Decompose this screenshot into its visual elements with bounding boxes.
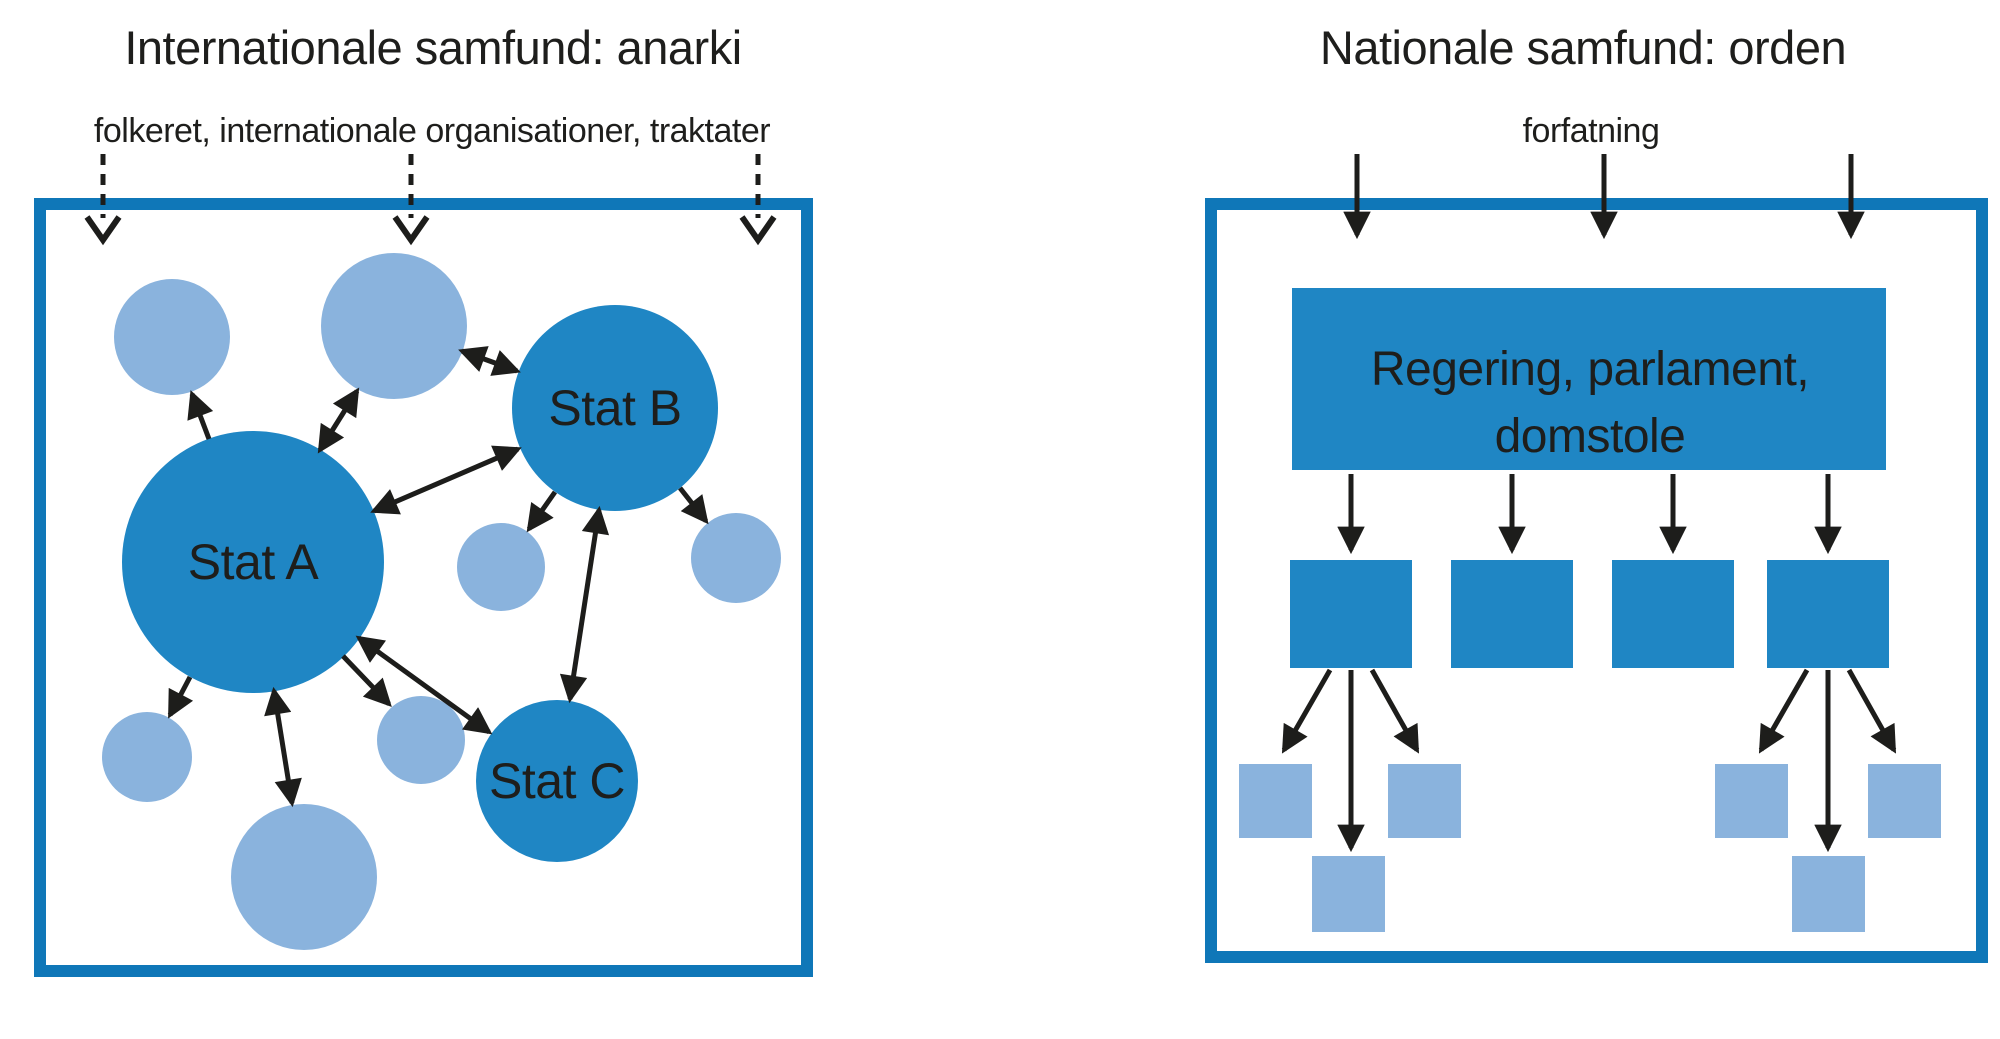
sub-institution-square [1388, 764, 1461, 838]
left-title: Internationale samfund: anarki [124, 21, 741, 74]
sub-institution-square [1239, 764, 1312, 838]
hierarchy-arrow [1369, 668, 1420, 754]
small-state-circle [457, 523, 545, 611]
sub-institution-square [1792, 856, 1865, 932]
right-subtitle: forfatning [1523, 112, 1660, 150]
right-title: Nationale samfund: orden [1320, 21, 1846, 74]
arrow-a-smallstate [317, 387, 360, 454]
dashed-arrow [392, 154, 430, 246]
dashed-arrow [739, 154, 777, 246]
right-panel-order: Nationale samfund: orden forfatning Rege… [1205, 21, 1988, 963]
sub-institution-square [1312, 856, 1385, 932]
small-state-circle [231, 804, 377, 950]
arrow-a-smallstate [264, 686, 302, 808]
arrow-a-c [355, 635, 493, 735]
arrow-smallstate-b [458, 346, 521, 376]
small-state-circle [102, 712, 192, 802]
small-state-circle [691, 513, 781, 603]
institution-square [1767, 560, 1889, 668]
dashed-arrow [84, 154, 122, 246]
government-label-line2: domstole [1495, 410, 1686, 463]
government-label-line1: Regering, parlament, [1371, 343, 1809, 396]
small-state-circle [114, 279, 230, 395]
arrow-b-smallstate [678, 486, 709, 525]
arrow-b-c [559, 505, 610, 704]
institution-square [1290, 560, 1412, 668]
institution-square [1451, 560, 1573, 668]
government-box [1292, 288, 1886, 470]
arrow-a-smallstate [341, 654, 392, 707]
arrow-b-smallstate [526, 490, 558, 533]
state-b-circle [512, 305, 718, 511]
small-state-circle [377, 696, 465, 784]
hierarchy-arrow [1281, 668, 1333, 754]
state-b-label: Stat B [548, 380, 681, 436]
institution-square [1612, 560, 1734, 668]
sub-institution-square [1868, 764, 1941, 838]
state-c-label: Stat C [489, 753, 625, 809]
state-c-circle [476, 700, 638, 862]
arrow-a-b [370, 445, 522, 515]
state-a-label: Stat A [188, 534, 320, 590]
arrow-a-smallstate [167, 675, 194, 719]
left-subtitle: folkeret, internationale organisationer,… [94, 112, 770, 150]
sub-institution-square [1715, 764, 1788, 838]
hierarchy-arrow [1846, 668, 1897, 754]
arrow-a-smallstate [187, 390, 214, 440]
small-state-circle [321, 253, 467, 399]
hierarchy-arrow [1758, 668, 1810, 754]
state-a-circle [122, 431, 384, 693]
left-panel-anarchy: Internationale samfund: anarki folkeret,… [34, 21, 813, 977]
